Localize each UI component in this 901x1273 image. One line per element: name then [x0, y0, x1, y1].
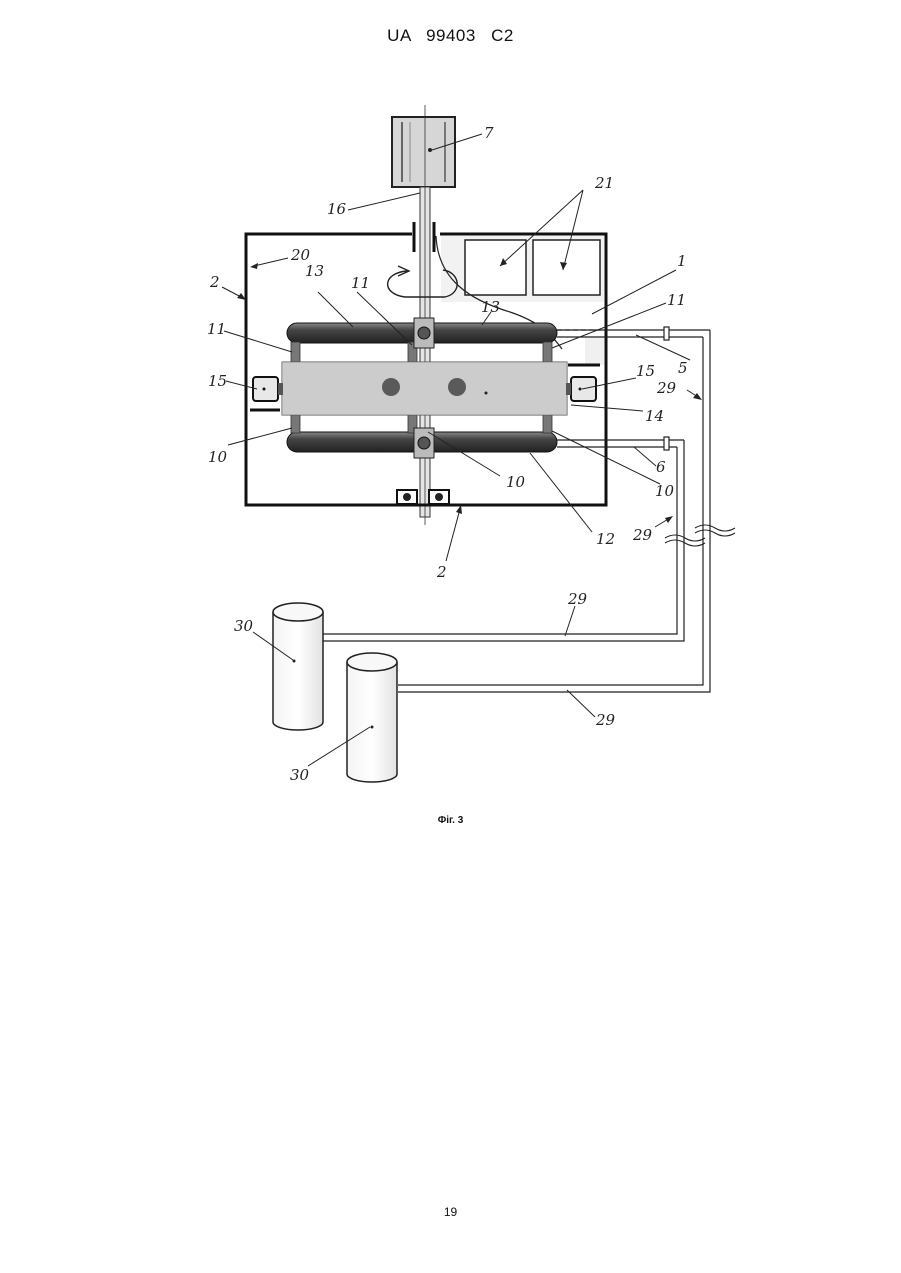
- label-2-bottom: 2: [436, 563, 447, 581]
- label-15-left: 15: [208, 372, 227, 390]
- motor: [392, 117, 455, 187]
- label-14: 14: [645, 407, 664, 425]
- label-30-left: 30: [234, 617, 254, 635]
- tank-right: [347, 653, 397, 782]
- label-29-upper: 29: [656, 379, 677, 397]
- label-21: 21: [594, 174, 614, 192]
- figure-caption: Фіг. 3: [0, 815, 901, 826]
- tank-left: [273, 603, 323, 730]
- label-13-right: 13: [481, 298, 500, 316]
- label-11-top: 11: [351, 274, 370, 292]
- page-number: 19: [0, 1205, 901, 1219]
- label-29-mid: 29: [567, 590, 588, 608]
- label-15-right: 15: [636, 362, 655, 380]
- hose-break-marks: [665, 525, 735, 546]
- label-6: 6: [656, 458, 666, 476]
- sensor-left: [250, 377, 283, 410]
- label-16: 16: [327, 200, 347, 218]
- label-7: 7: [484, 124, 494, 142]
- label-30-right: 30: [290, 766, 310, 784]
- label-11-right: 11: [667, 291, 686, 309]
- label-13-left: 13: [305, 262, 324, 280]
- label-5: 5: [678, 359, 688, 377]
- central-plate: [282, 362, 567, 415]
- label-11-left: 11: [207, 320, 226, 338]
- sensor-right: [566, 365, 600, 401]
- label-10-left: 10: [208, 448, 228, 466]
- label-29-break: 29: [632, 526, 653, 544]
- label-12: 12: [596, 530, 615, 548]
- label-10-center: 10: [506, 473, 526, 491]
- label-29-lower: 29: [595, 711, 616, 729]
- label-10-right: 10: [655, 482, 675, 500]
- label-2-top: 2: [209, 273, 220, 291]
- label-1: 1: [677, 252, 687, 270]
